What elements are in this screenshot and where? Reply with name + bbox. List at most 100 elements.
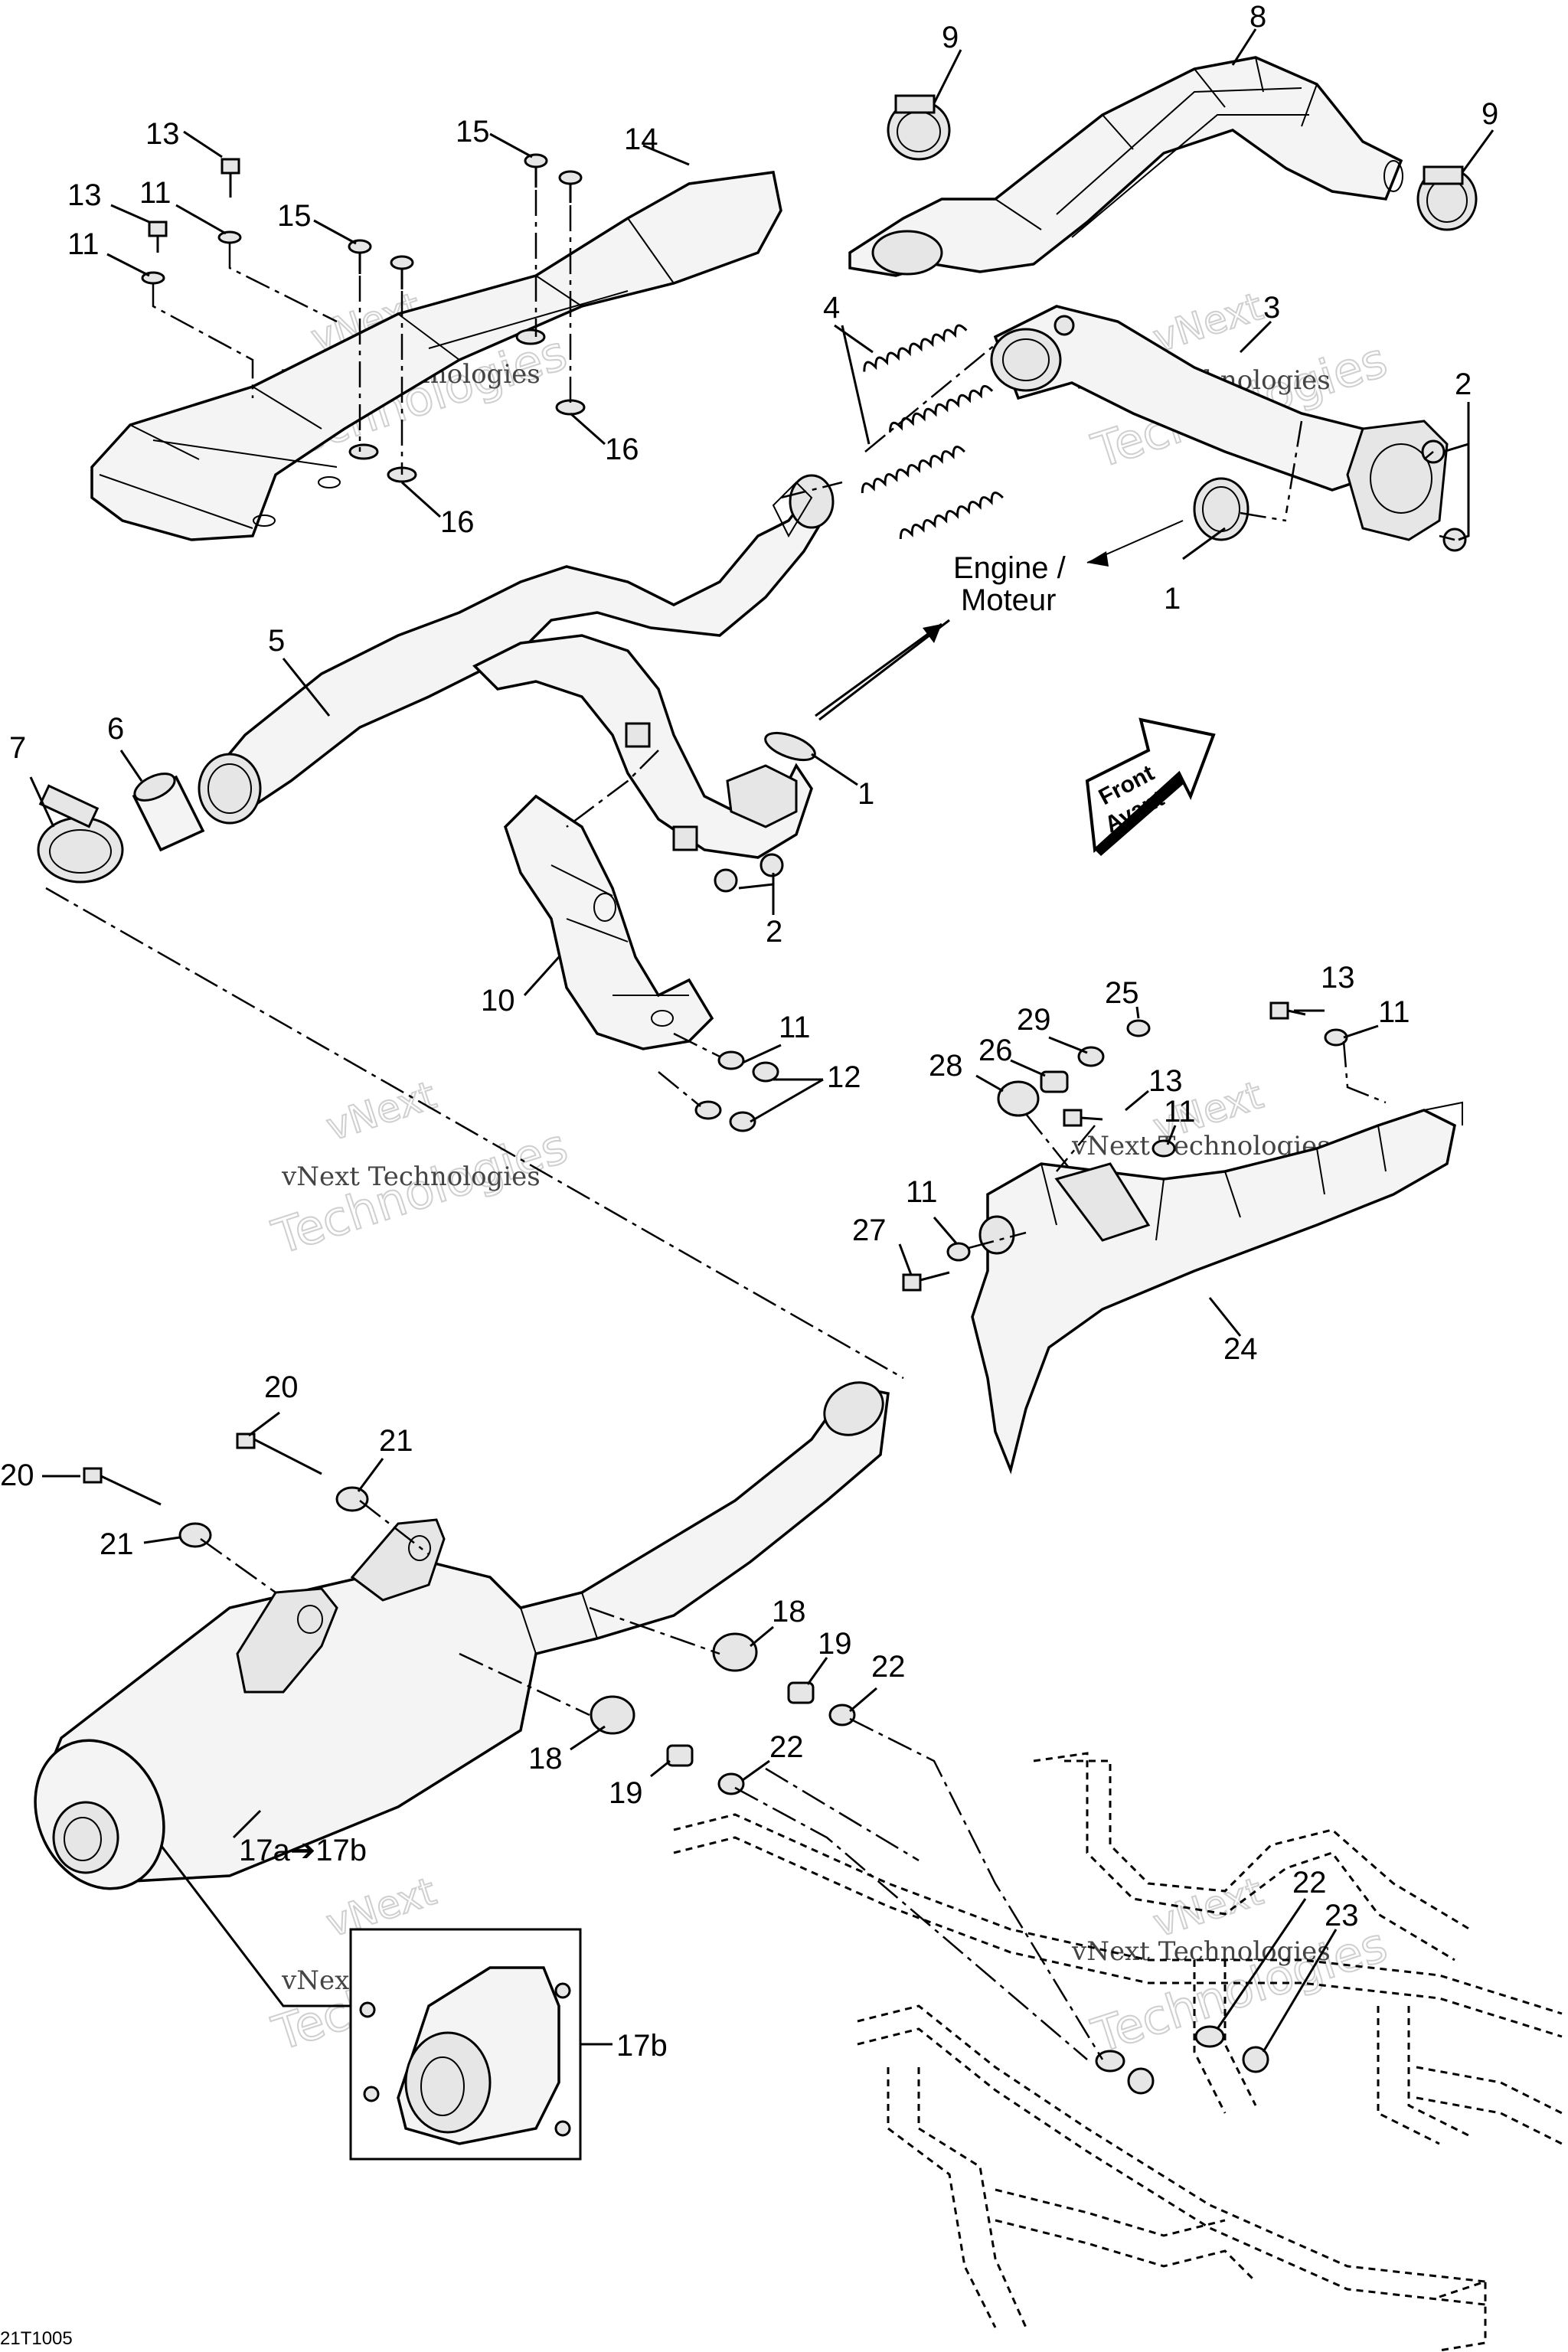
fasteners-muffler [83,1432,856,1795]
muffler-inset-17b [159,1844,612,2161]
sleeve-19-lower [666,1744,694,1767]
callout-2: 2 [766,915,782,949]
callout-19: 19 [609,1776,643,1810]
callout-12: 12 [827,1060,861,1094]
callout-28: 28 [929,1049,963,1083]
connector-lines [45,344,1303,1862]
washer-11-right-low [946,1242,971,1262]
washer-21-upper [335,1486,369,1512]
nut-16-c [348,443,379,460]
callout-2: 2 [1455,368,1472,401]
callout-11: 11 [67,227,100,261]
callout-20: 20 [0,1459,34,1492]
bolt-13-upper [220,158,240,198]
nuts-2-right [1421,439,1467,552]
callout-20: 20 [264,1370,299,1404]
heat-shield-upper [90,171,782,541]
sleeve-26 [1040,1070,1069,1093]
callout-24: 24 [1223,1332,1258,1366]
gasket-1-center [764,619,950,762]
frame-fasteners [734,1717,1269,2095]
callout-15: 15 [456,115,490,149]
callout-23: 23 [1325,1899,1359,1932]
sleeve-19-upper [787,1681,815,1704]
grommet-28 [997,1080,1040,1117]
push-rivet-15-d [390,255,414,289]
callout-18: 18 [772,1595,806,1628]
callout-27: 27 [852,1214,887,1247]
push-rivet-15-a [524,153,548,188]
leader-lines [29,28,1494,2053]
bolt-27 [902,1271,950,1292]
heat-shield-10 [503,794,714,1050]
bolt-20-upper [236,1432,322,1475]
vehicle-frame [673,1752,1563,2352]
y-pipe-5 [198,474,835,859]
callout-10: 10 [481,984,515,1018]
callout-14: 14 [624,122,658,156]
callout-9: 9 [1481,97,1498,131]
washer-11-upper [217,230,242,244]
engine-label-line1: Engine / [953,551,1067,585]
callout-7: 7 [9,731,26,765]
callout-21: 21 [100,1527,134,1561]
flex-pipe-8 [848,56,1403,277]
callout-25: 25 [1105,976,1139,1010]
callout-29: 29 [1017,1003,1051,1037]
engine-arrow [815,520,1184,717]
washer-22-upper [828,1704,856,1726]
callout-3: 3 [1263,291,1280,325]
watermark-line1: vNext [1148,1869,1268,1945]
callout-13: 13 [145,117,180,151]
callout-6: 6 [107,712,124,746]
callout-9: 9 [942,21,959,54]
callout-11: 11 [1378,995,1410,1029]
watermark-small: vNext Technologies [1071,1936,1331,1967]
watermark-mid-left: vNext Technologies [265,1072,574,1266]
callout-22: 22 [769,1730,804,1764]
front-arrow: Front Avant [1085,717,1216,856]
callout-19: 19 [818,1627,852,1661]
watermark-line1: vNext [321,1073,441,1149]
bolt-13-lower [148,220,168,253]
bolt-13-right-top [1269,1001,1306,1020]
hose-clamp-9-right [1416,165,1478,231]
fasteners-top-left [141,153,586,483]
heat-shield-24 [971,1101,1463,1475]
callout-5: 5 [268,624,285,658]
gasket-1-right [1193,477,1287,541]
callout-11: 11 [1164,1095,1196,1129]
callout-8: 8 [1250,0,1266,34]
engine-label-line2: Moteur [961,583,1057,617]
hose-clamp-9-left [887,94,951,161]
callout-22: 22 [871,1650,906,1684]
callout-17a-17b: 17a➔17b [239,1834,367,1867]
nut-23-b [1242,2046,1269,2073]
sleeve-6 [132,773,205,852]
nuts-2-center [714,853,784,893]
bolt-13-right-mid [1063,1109,1103,1127]
callout-11: 11 [906,1175,938,1209]
callout-26: 26 [978,1034,1013,1067]
callout-1: 1 [1164,582,1181,616]
header-pipe-3 [990,305,1449,541]
muffler-17 [34,1381,890,1890]
callout-13: 13 [67,178,102,212]
figure-code: 21T1005 [0,2328,73,2349]
callout-16: 16 [440,505,475,539]
callout-17b: 17b [616,2029,668,2063]
nut-23-a [1127,2067,1155,2095]
grommet-18-lower [590,1695,635,1735]
watermark-small: vNext Technologies [281,1161,541,1192]
callout-11: 11 [139,176,172,210]
washer-25 [1126,1019,1151,1037]
washer-11-right-mid [1152,1139,1176,1158]
washer-22-frame-a [1095,2050,1125,2073]
grommet-18-upper [712,1632,758,1672]
bolt-20-lower [83,1467,162,1506]
fasteners-12 [658,1032,779,1132]
callout-11: 11 [779,1011,811,1044]
callout-18: 18 [528,1742,563,1775]
callout-21: 21 [379,1424,413,1458]
